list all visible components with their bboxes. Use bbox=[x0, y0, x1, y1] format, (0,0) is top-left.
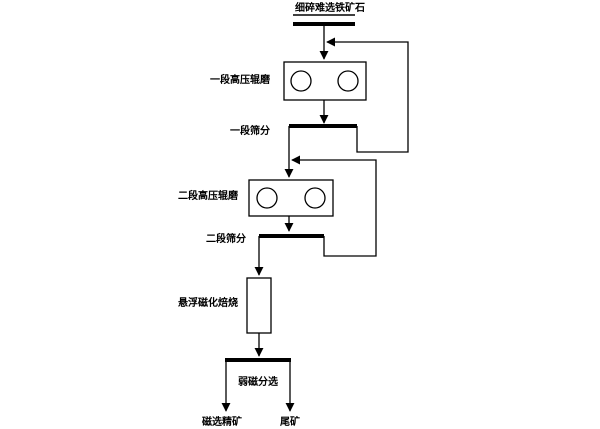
screen2-label: 二段筛分 bbox=[206, 232, 246, 245]
concentrate-label: 磁选精矿 bbox=[202, 415, 242, 428]
hpgr2-roll-right-icon bbox=[304, 187, 326, 209]
hpgr2-label: 二段高压辊磨 bbox=[178, 189, 239, 202]
tailings-label: 尾矿 bbox=[280, 415, 300, 428]
screen1-label: 一段筛分 bbox=[230, 124, 270, 137]
hpgr2-roll-left-icon bbox=[256, 187, 278, 209]
feed-label: 细碎难选铁矿石 bbox=[295, 1, 365, 14]
recycle-screen1-to-hpgr1 bbox=[326, 37, 409, 153]
recycle-screen2-to-hpgr2 bbox=[291, 155, 377, 257]
roaster-box bbox=[246, 277, 272, 334]
hpgr1-roll-left-icon bbox=[290, 70, 312, 92]
hpgr1-label: 一段高压辊磨 bbox=[210, 73, 271, 86]
roasting-label: 悬浮磁化焙烧 bbox=[177, 296, 238, 309]
hpgr1-roll-right-icon bbox=[337, 70, 359, 92]
separation-label: 弱磁分选 bbox=[238, 375, 278, 388]
